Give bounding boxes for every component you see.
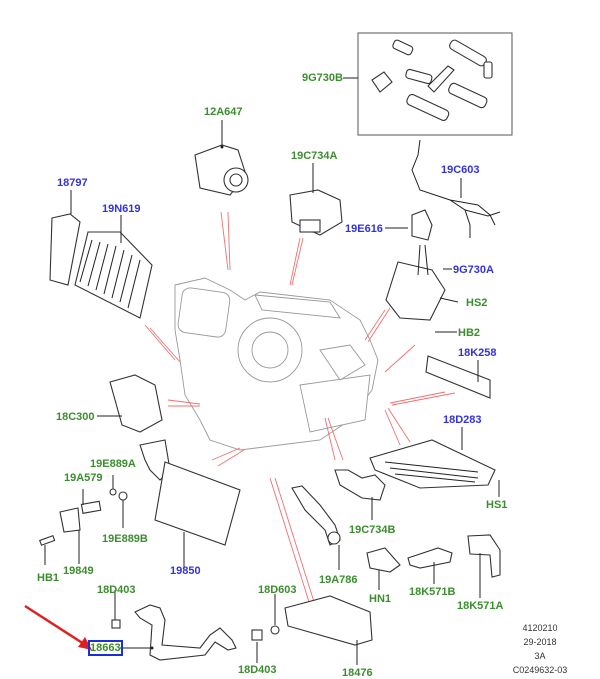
label-hn1[interactable]: HN1	[369, 593, 392, 605]
part-hn1-clip[interactable]	[366, 547, 401, 573]
label-19c734a[interactable]: 19C734A	[291, 150, 338, 162]
part-18797-filter-cover[interactable]	[49, 213, 81, 286]
label-18797[interactable]: 18797	[57, 177, 88, 189]
part-19a786-duct[interactable]	[291, 485, 341, 546]
part-9g730b-kit[interactable]	[357, 32, 513, 136]
label-19e889b[interactable]: 19E889B	[102, 533, 148, 545]
part-18d283-core[interactable]	[369, 439, 496, 489]
part-19n619-cabin-filter[interactable]	[74, 231, 153, 319]
reference-line-1: 4120210	[522, 623, 558, 633]
part-18c300-cover[interactable]	[109, 374, 163, 433]
part-12a647-blower-motor[interactable]	[194, 144, 249, 196]
label-9g730a[interactable]: 9G730A	[453, 264, 494, 276]
part-19849-valve[interactable]	[59, 500, 102, 533]
label-hb2[interactable]: HB2	[458, 327, 481, 339]
label-19e889a[interactable]: 19E889A	[90, 458, 136, 470]
reference-block: 4120210 29-2018 3A C0249632-03	[495, 621, 585, 677]
reference-line-3: 3A	[534, 651, 546, 661]
part-18k571b-bracket[interactable]	[407, 547, 453, 569]
reference-line-4: C0249632-03	[512, 665, 568, 675]
label-19a579[interactable]: 19A579	[64, 472, 103, 484]
label-18k571b[interactable]: 18K571B	[409, 586, 456, 598]
label-hb1[interactable]: HB1	[37, 572, 60, 584]
label-19e616[interactable]: 19E616	[345, 223, 383, 235]
label-18663-selected[interactable]: 18663	[88, 640, 123, 656]
part-19c603-wiring-harness	[411, 139, 501, 238]
label-9g730b[interactable]: 9G730B	[302, 72, 343, 84]
label-18476[interactable]: 18476	[342, 667, 373, 679]
label-hs2[interactable]: HS2	[466, 297, 488, 309]
label-18d283[interactable]: 18D283	[443, 414, 482, 426]
label-19a786[interactable]: 19A786	[319, 574, 358, 586]
part-18k258-duct[interactable]	[425, 355, 491, 399]
pointer-arrow	[24, 604, 92, 650]
label-18c300[interactable]: 18C300	[56, 411, 95, 423]
callout-lines	[144, 211, 456, 606]
part-9g730a-actuator[interactable]	[385, 244, 446, 321]
part-hvac-housing	[174, 277, 379, 451]
part-19c734b-bracket[interactable]	[334, 469, 386, 501]
label-18d403-bottom[interactable]: 18D403	[238, 664, 277, 676]
label-18k571a[interactable]: 18K571A	[457, 600, 504, 612]
label-19849[interactable]: 19849	[63, 565, 94, 577]
part-19c734a-actuator[interactable]	[289, 189, 343, 236]
part-18476-heater-core[interactable]	[284, 595, 373, 646]
label-19850[interactable]: 19850	[170, 565, 201, 577]
part-19850-evaporator[interactable]	[139, 439, 241, 546]
label-18d603[interactable]: 18D603	[258, 584, 297, 596]
reference-line-2: 29-2018	[523, 637, 557, 647]
label-19c734b[interactable]: 19C734B	[349, 524, 396, 536]
label-19n619[interactable]: 19N619	[102, 203, 141, 215]
label-18d403-top[interactable]: 18D403	[97, 584, 136, 596]
part-18663-heater-pipes[interactable]	[134, 604, 237, 661]
part-19e616-sensor[interactable]	[411, 209, 433, 241]
label-hs1[interactable]: HS1	[486, 499, 508, 511]
label-19c603[interactable]: 19C603	[441, 164, 480, 176]
label-12a647[interactable]: 12A647	[204, 106, 243, 118]
part-18k571a-cover[interactable]	[467, 534, 501, 578]
label-18k258[interactable]: 18K258	[458, 347, 497, 359]
